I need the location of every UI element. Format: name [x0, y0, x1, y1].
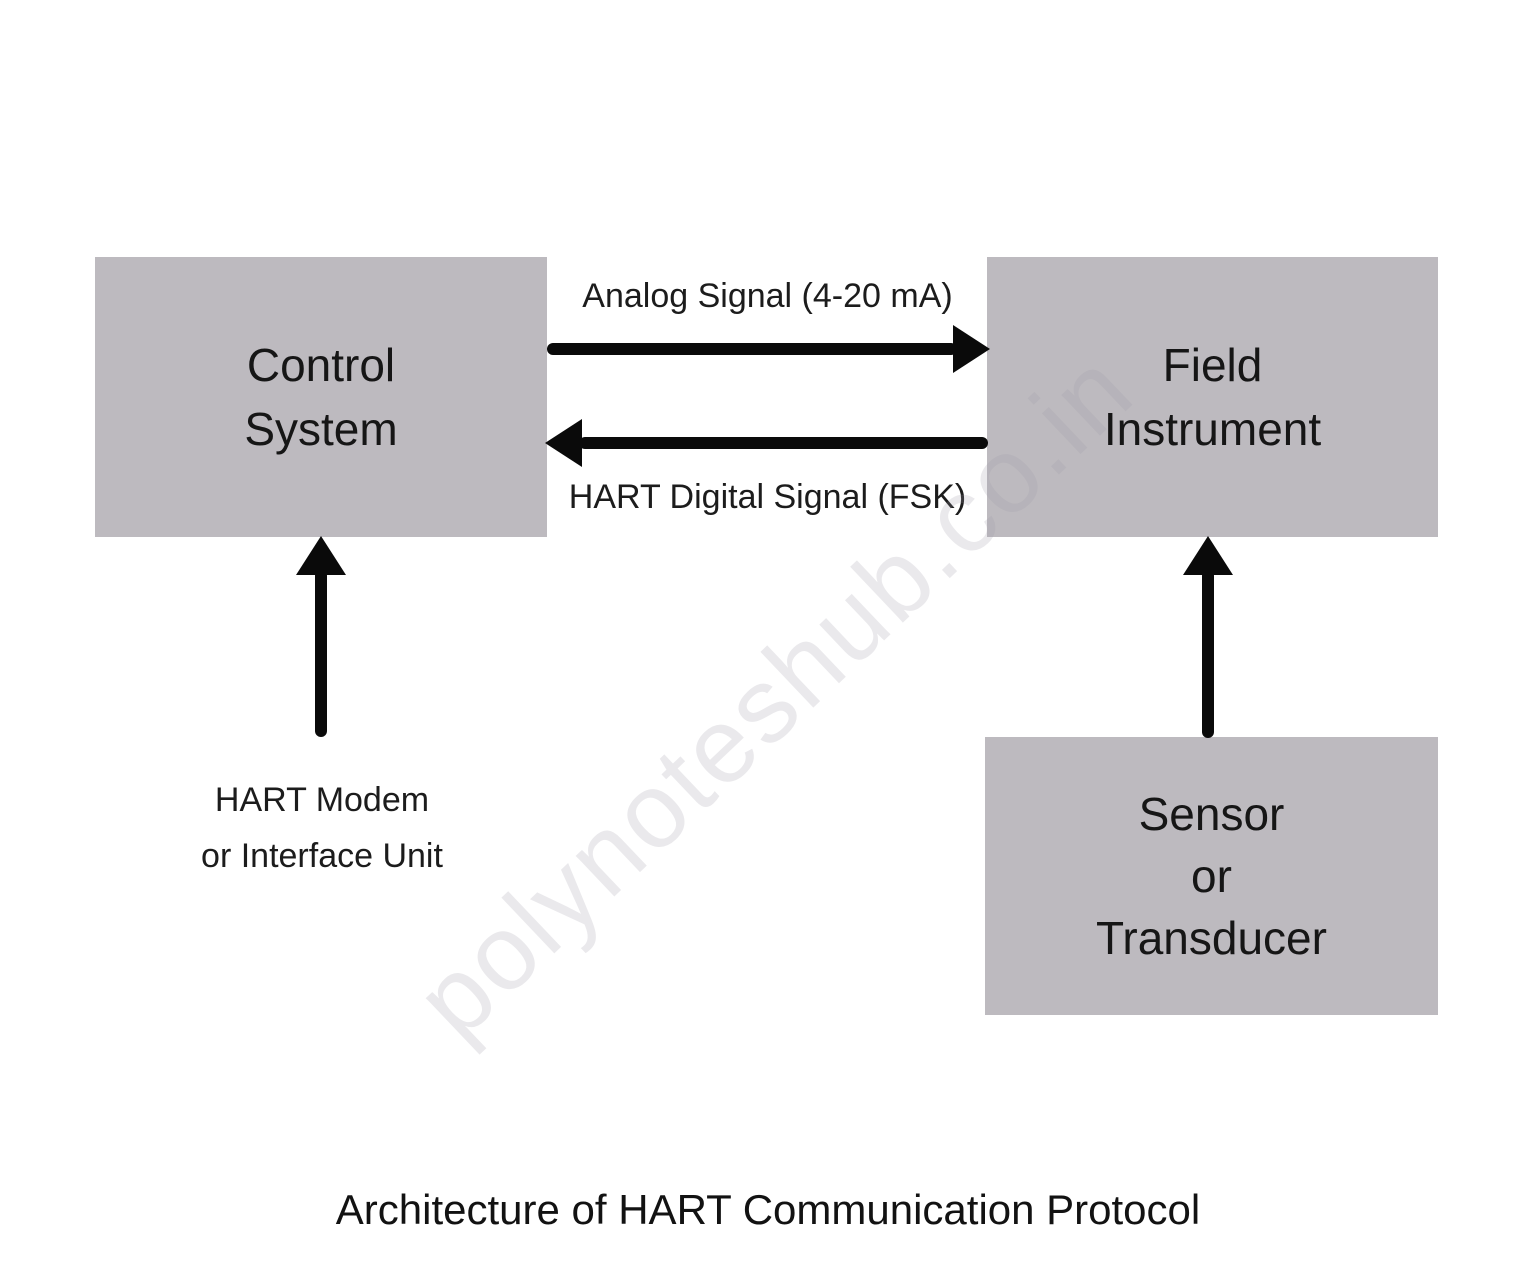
analog-signal-arrowhead-icon — [953, 325, 990, 373]
hart-modem-arrow-shaft — [315, 570, 327, 737]
field-instrument-label-line2: Instrument — [1103, 403, 1322, 455]
hart-modem-label-line1: HART Modem — [214, 781, 430, 819]
control-system-label-line2: System — [244, 403, 398, 455]
control-system-box: Control System — [95, 257, 547, 537]
sensor-transducer-box: Sensor or Transducer — [985, 737, 1438, 1015]
hart-digital-arrowhead-icon — [545, 419, 582, 467]
sensor-link-arrow-shaft — [1202, 570, 1214, 738]
hart-modem-label-line2: or Interface Unit — [201, 837, 443, 875]
control-system-label-line1: Control — [246, 339, 396, 391]
sensor-label-line3: Transducer — [1096, 912, 1327, 964]
diagram-caption: Architecture of HART Communication Proto… — [335, 1186, 1201, 1233]
hart-digital-arrow-shaft — [579, 437, 988, 449]
sensor-label-line1: Sensor — [1138, 788, 1285, 840]
sensor-label-line2: or — [1191, 850, 1232, 902]
field-instrument-box: Field Instrument — [987, 257, 1438, 537]
hart-digital-signal-label: HART Digital Signal (FSK) — [568, 478, 967, 516]
field-instrument-label-line1: Field — [1162, 339, 1263, 391]
hart-modem-label: HART Modem or Interface Unit — [102, 772, 542, 884]
analog-signal-label: Analog Signal (4-20 mA) — [582, 277, 953, 315]
sensor-link-arrowhead-icon — [1183, 536, 1233, 575]
hart-modem-arrowhead-icon — [296, 536, 346, 575]
analog-signal-arrow-shaft — [547, 343, 957, 355]
